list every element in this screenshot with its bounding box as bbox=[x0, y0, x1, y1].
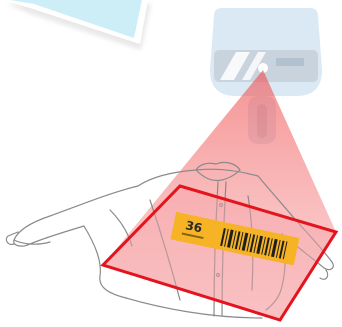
light-blue-panel-icon bbox=[4, 0, 151, 50]
